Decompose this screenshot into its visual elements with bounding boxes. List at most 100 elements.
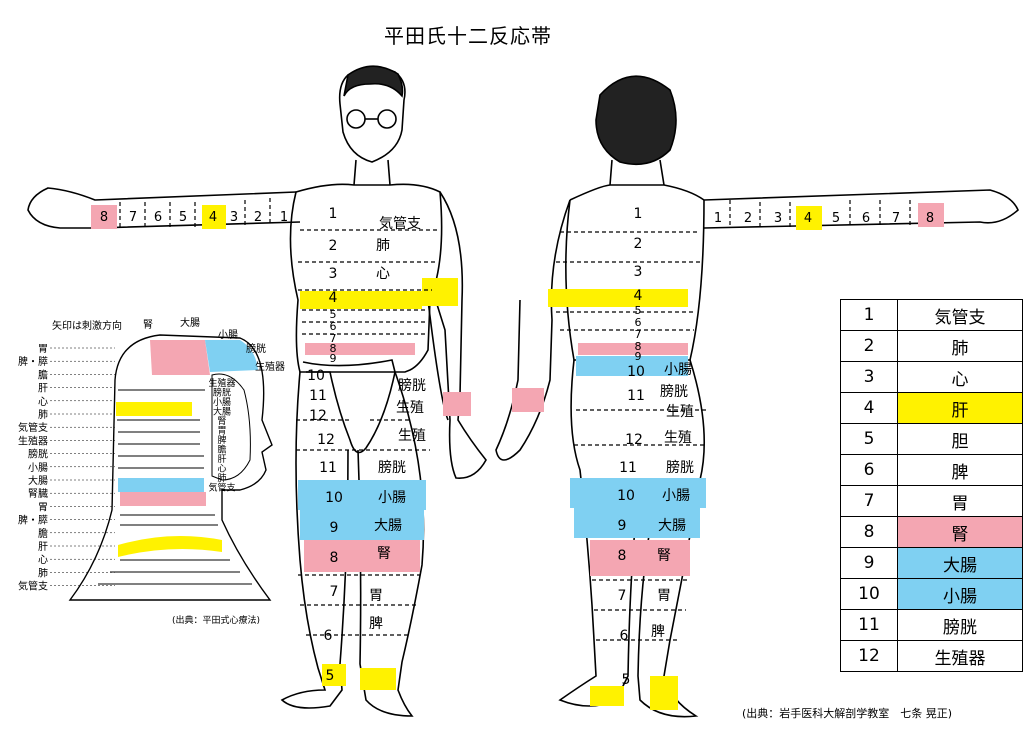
head-left-label: 胃 xyxy=(38,343,48,355)
front-leg-organ: 生殖 xyxy=(398,427,426,444)
head-left-label: 膀胱 xyxy=(28,448,48,461)
back-leg-label: 11 xyxy=(627,388,645,404)
back-leg-organ: 膀胱 xyxy=(660,383,688,400)
front-leg-organ: 生殖 xyxy=(396,399,424,416)
back-leg-label: 6 xyxy=(620,628,629,644)
back-leg-label: 7 xyxy=(618,588,627,604)
legend-number: 12 xyxy=(840,640,898,672)
head-top-label: 膀胱 xyxy=(246,342,266,355)
back-ankle-band-r xyxy=(650,676,678,710)
front-torso-label: 8 xyxy=(330,342,337,355)
back-leg-organ: 小腸 xyxy=(662,488,690,504)
back-leg-organ: 大腸 xyxy=(658,518,686,534)
main-source: (出典：岩手医科大解剖学教室 七条 晃正) xyxy=(742,707,953,720)
back-leg-label: 9 xyxy=(618,518,627,534)
front-leg-organ: 大腸 xyxy=(374,518,402,534)
legend-number: 3 xyxy=(840,361,898,393)
back-torso-label: 1 xyxy=(634,206,643,222)
legend-organ: 肺 xyxy=(897,330,1023,362)
head-inner-label: 肝 xyxy=(217,454,226,465)
head-inner-label: 大腸 xyxy=(213,406,231,418)
legend-number: 5 xyxy=(840,423,898,455)
front-arm-label: 2 xyxy=(254,210,262,225)
back-arm-label: 2 xyxy=(744,211,752,226)
head-left-label: 肝 xyxy=(38,541,48,553)
front-leg-label: 5 xyxy=(326,668,335,684)
front-torso-organ: 肺 xyxy=(376,238,390,254)
head-left-label: 生殖器 xyxy=(18,434,48,447)
front-torso-label: 4 xyxy=(329,290,338,306)
head-top-label: 小腸 xyxy=(218,329,238,341)
front-segment-lines xyxy=(119,198,440,636)
legend-number: 10 xyxy=(840,578,898,610)
legend-number: 4 xyxy=(840,392,898,424)
head-top-label: 大腸 xyxy=(180,316,200,329)
front-torso-organ: 気管支 xyxy=(379,216,421,232)
back-leg-organ: 生殖 xyxy=(666,403,694,420)
back-waist-band-10 xyxy=(576,356,688,376)
front-leg-label: 12 xyxy=(309,408,327,424)
front-arm-label: 5 xyxy=(179,210,187,225)
back-leg-label: 10 xyxy=(617,488,635,504)
front-torso-label: 3 xyxy=(329,266,338,282)
back-leg-organ: 脾 xyxy=(651,624,665,640)
front-knee-band-8 xyxy=(304,540,420,572)
back-arm-label: 6 xyxy=(862,211,870,226)
front-torso-label: 1 xyxy=(329,206,338,222)
back-torso-label: 7 xyxy=(635,328,642,341)
page-title: 平田氏十二反応帯 xyxy=(384,24,552,48)
back-thigh-band-10 xyxy=(570,478,706,508)
legend-organ: 胃 xyxy=(897,485,1023,517)
legend-organ: 小腸 xyxy=(897,578,1023,610)
back-arm-band-4 xyxy=(796,206,822,230)
back-arm-label: 8 xyxy=(926,211,934,226)
legend-organ: 腎 xyxy=(897,516,1023,548)
front-leg-label: 7 xyxy=(330,584,339,600)
front-arm-label: 8 xyxy=(100,210,108,225)
back-torso-label: 4 xyxy=(634,288,643,304)
back-leg-label: 10 xyxy=(627,364,645,380)
head-left-label: 気管支 xyxy=(18,580,48,593)
front-torso-label: 7 xyxy=(330,332,337,345)
legend-organ: 肝 xyxy=(897,392,1023,424)
front-figure xyxy=(27,65,487,717)
back-torso-label: 2 xyxy=(634,236,643,252)
head-inner-label: 膀胱 xyxy=(213,387,231,399)
front-leg-organ: 小腸 xyxy=(378,490,406,506)
back-arm-label: 4 xyxy=(804,211,812,226)
back-arm-band-8 xyxy=(918,203,944,227)
head-top-label: 腎 xyxy=(143,319,153,331)
back-arm-label: 5 xyxy=(832,211,840,226)
front-torso-band-8 xyxy=(305,343,415,355)
back-arm-label: 3 xyxy=(774,211,782,226)
legend-number: 9 xyxy=(840,547,898,579)
head-inner-label: 肺 xyxy=(217,473,226,484)
back-torso-label: 9 xyxy=(635,350,642,363)
head-left-label: 肺 xyxy=(38,409,48,421)
head-inner-label: 気管支 xyxy=(208,482,235,494)
back-knee-band-8 xyxy=(590,540,690,576)
legend-number: 1 xyxy=(840,299,898,331)
legend-number: 8 xyxy=(840,516,898,548)
front-leg-label: 11 xyxy=(309,388,327,404)
head-inner-label: 腎 xyxy=(217,416,226,427)
front-arm-band-4 xyxy=(202,205,226,229)
front-arm-label: 6 xyxy=(154,210,162,225)
back-torso-label: 8 xyxy=(635,340,642,353)
front-leg-organ: 腎 xyxy=(377,546,391,562)
back-arm-label: 7 xyxy=(892,211,900,226)
front-arm-label: 7 xyxy=(129,210,137,225)
head-top-label: 生殖器 xyxy=(255,360,285,373)
back-leg-label: 12 xyxy=(625,432,643,448)
head-left-label: 大腸 xyxy=(28,474,48,487)
front-leg-label: 12 xyxy=(317,432,335,448)
head-left-label: 肺 xyxy=(38,567,48,579)
